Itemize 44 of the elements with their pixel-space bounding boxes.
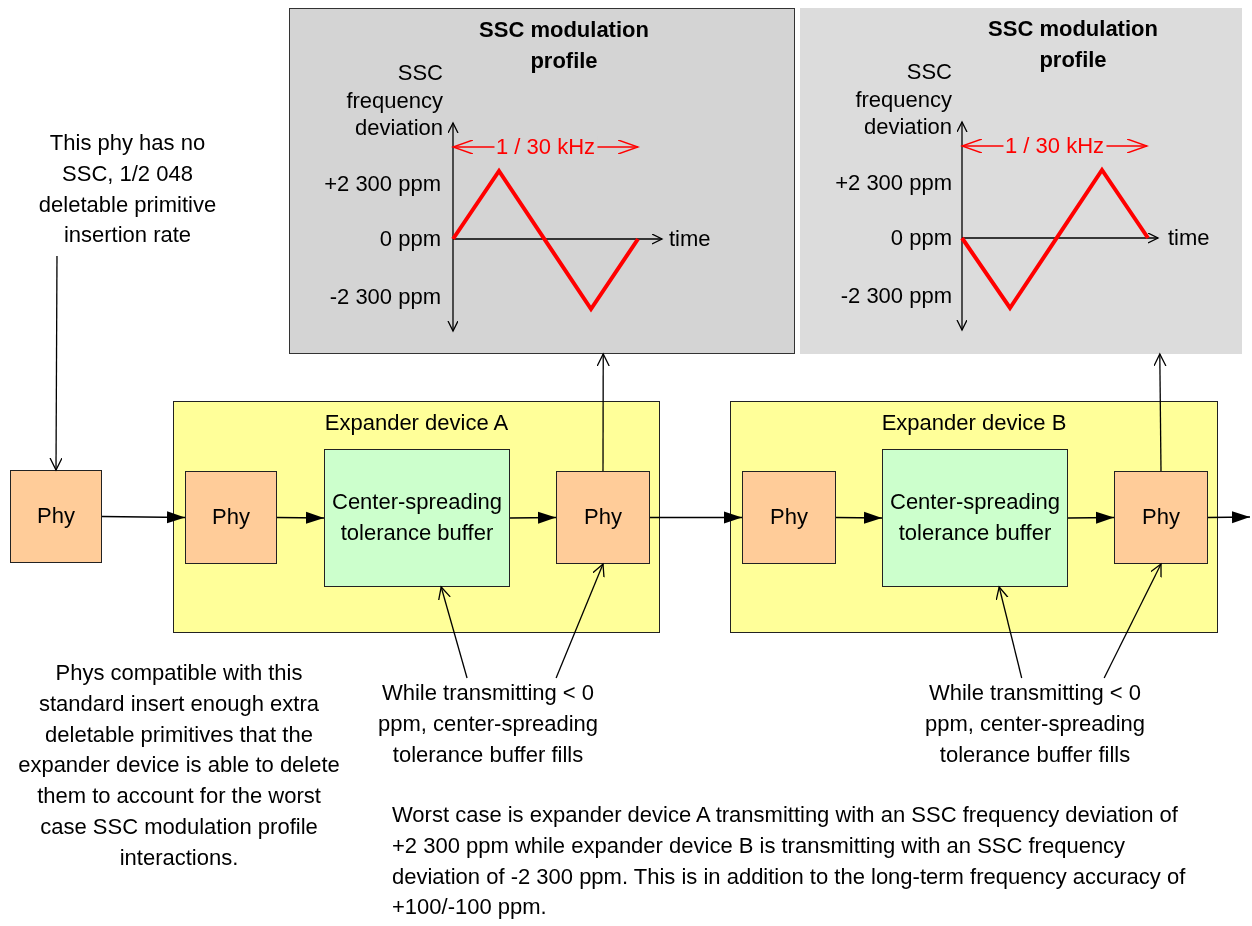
phy-box: Phy: [1114, 471, 1208, 564]
arrow: [1153, 353, 1167, 472]
panel-title: SSC modulation profile: [478, 16, 650, 75]
tick-label: -2 300 ppm: [840, 285, 952, 307]
panel-title: SSC modulation profile: [987, 15, 1159, 74]
phy-box: Phy: [185, 471, 277, 564]
arrow: [101, 511, 186, 524]
note-paragraph: Worst case is expander device A transmitting with an SSC frequency deviation of +2 300 ppm while expander device B is transmitting with an SSC frequency deviation of -2 300 ppm. This is in addition to the long-term frequency accuracy of +100/-100 ppm.: [392, 801, 1187, 922]
note-text: While transmitting < 0 ppm, center-spreading tolerance buffer fills: [902, 678, 1168, 773]
arrow: [49, 255, 63, 471]
arrow: [1067, 511, 1115, 524]
arrow: [1103, 563, 1162, 679]
axis-label: time: [1168, 227, 1210, 249]
phy-box: Phy: [556, 471, 650, 564]
phy-box: Phy: [10, 470, 102, 563]
group-title: Expander device B: [880, 409, 1068, 437]
arrow: [555, 563, 605, 679]
arrow: [1207, 511, 1251, 524]
axis-label: SSC frequency deviation: [854, 58, 952, 141]
tick-label: +2 300 ppm: [835, 172, 952, 194]
note-text: This phy has no SSC, 1/2 048 deletable primitive insertion rate: [25, 128, 230, 256]
axis-label: time: [669, 228, 711, 250]
expander-device-box: [730, 401, 1218, 633]
axis-label: SSC frequency deviation: [345, 59, 443, 142]
arrow: [995, 586, 1023, 679]
arrow: [835, 511, 883, 524]
buffer-box: Center-spreading tolerance buffer: [882, 449, 1068, 587]
arrow: [649, 511, 743, 524]
phy-box: Phy: [742, 471, 836, 564]
tick-label: 0 ppm: [890, 227, 952, 249]
expander-device-box: [173, 401, 660, 633]
buffer-box: Center-spreading tolerance buffer: [324, 449, 510, 587]
tick-label: +2 300 ppm: [324, 173, 441, 195]
tick-label: -2 300 ppm: [329, 286, 441, 308]
profile-panel: [289, 8, 795, 354]
tick-label: 0 ppm: [379, 228, 441, 250]
arrow: [509, 511, 557, 524]
arrow: [438, 586, 468, 679]
note-paragraph: Phys compatible with this standard insert enough extra deletable primitives that the expander device is able to delete them to account for the worst case SSC modulation profile interactions.: [18, 659, 340, 872]
profile-panel: [800, 8, 1242, 354]
group-title: Expander device A: [323, 409, 510, 437]
arrow: [276, 511, 325, 524]
arrow: [596, 353, 610, 472]
note-text: While transmitting < 0 ppm, center-spreading tolerance buffer fills: [357, 678, 619, 773]
